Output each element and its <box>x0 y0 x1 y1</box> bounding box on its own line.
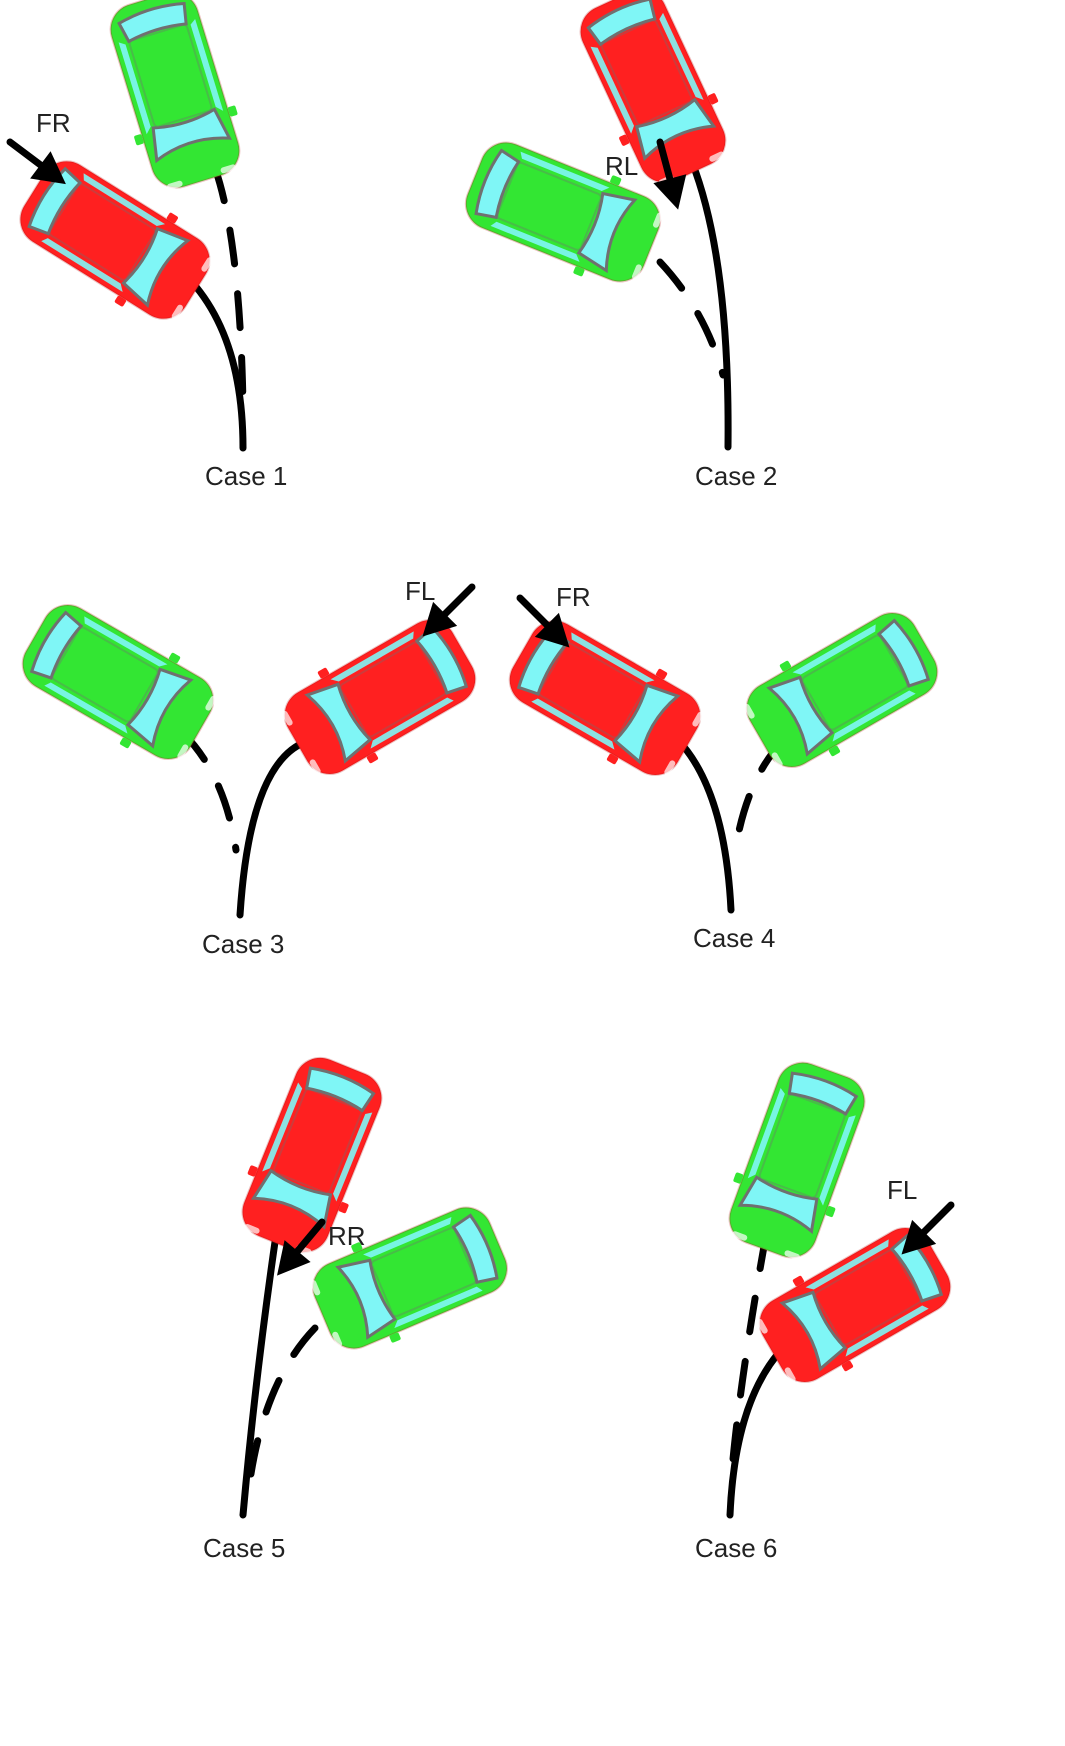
case-2-green-path <box>656 258 727 379</box>
case-6-green-car <box>713 1051 881 1269</box>
case-6-red-path <box>726 1344 787 1519</box>
case-1: FR Case 1 <box>0 0 287 491</box>
case-6-label: Case 6 <box>695 1533 777 1563</box>
case-3-red-path <box>236 737 312 919</box>
case-4-label: Case 4 <box>693 923 775 953</box>
case-1-green-path <box>211 164 247 409</box>
case-5: RR Case 5 <box>203 1045 520 1563</box>
case-5-label: Case 5 <box>203 1533 285 1563</box>
case-3-label: Case 3 <box>202 929 284 959</box>
case-1-red-path <box>188 278 247 452</box>
case-5-impact-label: RR <box>328 1221 366 1251</box>
case-3-green-path <box>179 729 240 854</box>
case-6: FL Case 6 <box>695 1051 964 1563</box>
case-5-red-path <box>239 1231 280 1519</box>
case-4-impact-label: FR <box>556 582 591 612</box>
case-2-label: Case 2 <box>695 461 777 491</box>
case-3-red-car <box>269 602 491 792</box>
case-3-impact-label: FL <box>405 576 435 606</box>
case-2-red-car <box>563 0 743 196</box>
case-2-impact-label: RL <box>605 151 638 181</box>
case-6-impact-label: FL <box>887 1175 917 1205</box>
case-2: RL Case 2 <box>453 0 777 491</box>
case-1-impact-label: FR <box>36 108 71 138</box>
case-4-red-path <box>674 736 735 914</box>
case-5-green-path <box>246 1324 319 1484</box>
case-3: FL Case 3 <box>7 575 491 959</box>
case-4: FR Case 4 <box>494 582 953 953</box>
case-1-label: Case 1 <box>205 461 287 491</box>
case-2-red-path <box>688 158 732 451</box>
case-4-red-car <box>494 603 716 793</box>
case-4-green-car <box>731 595 953 785</box>
case-1-green-car <box>95 0 255 198</box>
